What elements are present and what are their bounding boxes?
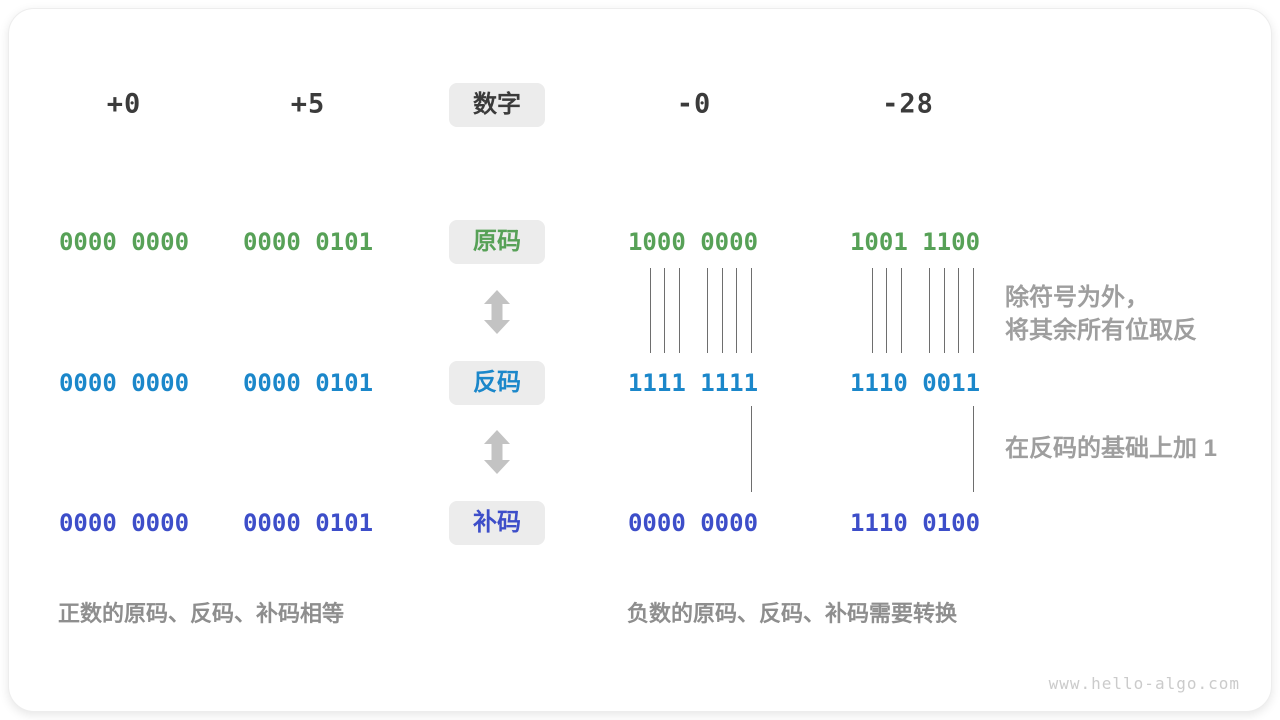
decimal-minus-0: -0 [676, 88, 712, 120]
note-negative-numbers: 负数的原码、反码、补码需要转换 [627, 601, 958, 626]
bit-flip-line [872, 268, 873, 353]
sign-magnitude-minus-0: 1000 0000 [627, 228, 759, 256]
add-one-line [973, 406, 974, 492]
decimal-plus-0: +0 [106, 88, 142, 120]
bit-flip-line [736, 268, 737, 353]
bit-flip-line [664, 268, 665, 353]
bit-flip-line [973, 268, 974, 353]
bit-flip-line [944, 268, 945, 353]
add-one-line [751, 406, 752, 492]
label-ones-complement: 反码 [449, 361, 545, 405]
bit-flip-line [886, 268, 887, 353]
double-arrow-icon [483, 430, 511, 474]
sign-magnitude-plus-0: 0000 0000 [58, 228, 190, 256]
annotation-flip-bits-line2: 将其余所有位取反 [1005, 317, 1197, 344]
annotation-flip-bits: 除符号为外， 将其余所有位取反 [1005, 281, 1197, 347]
bit-flip-line [901, 268, 902, 353]
bit-flip-line [929, 268, 930, 353]
bit-flip-line [650, 268, 651, 353]
twos-complement-plus-0: 0000 0000 [58, 509, 190, 537]
bit-flip-line [958, 268, 959, 353]
twos-complement-minus-0: 0000 0000 [627, 509, 759, 537]
decimal-minus-28: -28 [882, 88, 934, 120]
bit-flip-line [722, 268, 723, 353]
annotation-flip-bits-line1: 除符号为外， [1005, 284, 1149, 311]
bit-flip-line [707, 268, 708, 353]
ones-complement-minus-28: 1110 0011 [849, 369, 981, 397]
card-background [8, 8, 1272, 712]
watermark-url: www.hello-algo.com [1048, 674, 1240, 693]
sign-magnitude-minus-28: 1001 1100 [849, 228, 981, 256]
bit-flip-line [751, 268, 752, 353]
double-arrow-icon [483, 290, 511, 334]
label-number: 数字 [449, 83, 545, 127]
twos-complement-plus-5: 0000 0101 [242, 509, 374, 537]
note-positive-numbers: 正数的原码、反码、补码相等 [58, 601, 345, 626]
ones-complement-plus-5: 0000 0101 [242, 369, 374, 397]
sign-magnitude-plus-5: 0000 0101 [242, 228, 374, 256]
decimal-plus-5: +5 [290, 88, 326, 120]
bit-flip-line [679, 268, 680, 353]
ones-complement-plus-0: 0000 0000 [58, 369, 190, 397]
ones-complement-minus-0: 1111 1111 [627, 369, 759, 397]
twos-complement-minus-28: 1110 0100 [849, 509, 981, 537]
label-sign-magnitude: 原码 [449, 220, 545, 264]
annotation-add-one: 在反码的基础上加 1 [1005, 435, 1218, 462]
label-twos-complement: 补码 [449, 501, 545, 545]
